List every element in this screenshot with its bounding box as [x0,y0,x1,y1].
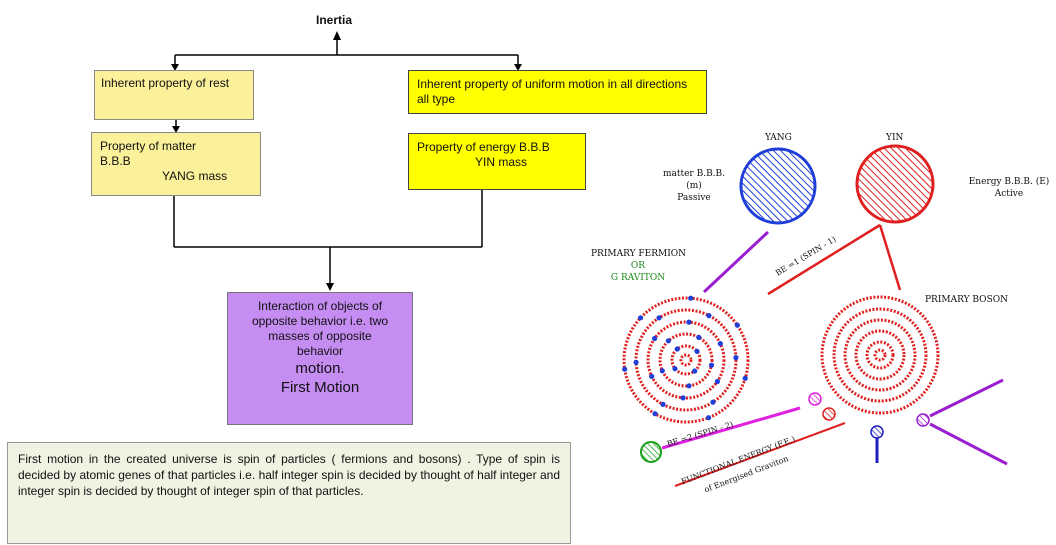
rest-property-box: Inherent property of rest [94,70,254,120]
fermion-spin-dot [672,366,678,372]
magenta-particle-icon [808,392,822,406]
be2-line [661,406,801,450]
fermion-spin-dot [633,359,639,365]
fermion-spin-dot [649,373,655,379]
fermion-spin-dot [659,368,665,374]
matter-bbb-label: matter B.B.B. (m) Passive [662,169,726,203]
fermion-spin-dot [665,338,672,344]
first-motion-label: First Motion [280,379,360,396]
yang-mass-label: YANG mass [162,169,228,183]
fermion-spin-dot [694,348,700,354]
yang-label: YANG [765,133,792,143]
note-text: First motion in the created universe is … [18,452,560,498]
fermion-spin-dot [688,295,694,301]
interaction-line-1: Interaction of objects of [257,299,383,313]
energy-property-box: Property of energy B.B.B YIN mass [408,133,586,190]
matter-property-box: Property of matter B.B.B YANG mass [91,132,261,196]
interaction-line-3: masses of opposite [268,329,372,343]
fermion-spin-dot [674,346,680,352]
yin-ball-icon [855,144,935,224]
primary-fermion-label: PRIMARY FERMION OR G RAVITON [591,249,687,283]
fermion-spin-dot [696,334,702,340]
fermion-spin-dot [652,411,658,417]
energy-bbb-label: Energy B.B.B. (E) Active [968,177,1050,199]
uniform-motion-text: Inherent property of uniform motion in a… [417,77,688,106]
rest-property-text: Inherent property of rest [101,76,230,90]
fermion-spin-dot [710,399,716,405]
interaction-box: Interaction of objects of opposite behav… [227,292,413,425]
primary-boson-label: PRIMARY BOSON [925,295,1008,305]
energy-line-1: Property of energy B.B.B [417,140,550,154]
matter-line-1: Property of matter [100,139,197,153]
interaction-line-5: motion. [295,360,345,377]
fermion-spin-dot [622,366,628,372]
yin-mass-label: YIN mass [475,155,528,169]
interaction-line-2: opposite behavior i.e. two [251,314,389,328]
fermion-spin-dot [733,355,739,361]
note-box: First motion in the created universe is … [7,442,571,544]
fermion-spin-dot [717,341,723,347]
matter-line-2: B.B.B [100,154,131,168]
be1-line [767,223,881,296]
fe-line [674,422,846,487]
yin-boson-line [878,224,902,291]
fermion-spin-dot [656,315,662,321]
interaction-line-4: behavior [296,344,344,358]
boson-rings [820,295,940,415]
fermion-spin-dot [692,368,698,374]
fermion-spin-dot [706,415,712,421]
fermion-spin-dot [714,378,721,385]
fermion-spin-dot [638,315,644,321]
yang-ball-icon [739,147,817,225]
purple-upper-line [929,378,1004,418]
fermion-spin-dot [734,322,740,328]
inertia-label: Inertia [316,13,353,27]
fermion-spin-dot [680,395,686,401]
fermion-spin-dot [706,313,712,319]
uniform-motion-box: Inherent property of uniform motion in a… [408,70,707,114]
red-particle-icon [822,407,836,421]
green-particle-icon [640,441,662,463]
fermion-spin-dot [660,401,666,407]
yin-label: YIN [886,133,904,143]
yang-fermion-line [702,230,770,294]
fermion-spin-dot [652,335,658,342]
fermion-spin-dot [742,375,748,381]
fermion-spin-dot [686,383,692,389]
purple-lower-line [929,422,1008,466]
fermion-spin-dots [622,295,748,421]
fermion-spin-dot [686,319,692,325]
blue-particle-icon [870,425,884,439]
purple-particle-icon [916,413,930,427]
fermion-spin-dot [708,362,715,368]
